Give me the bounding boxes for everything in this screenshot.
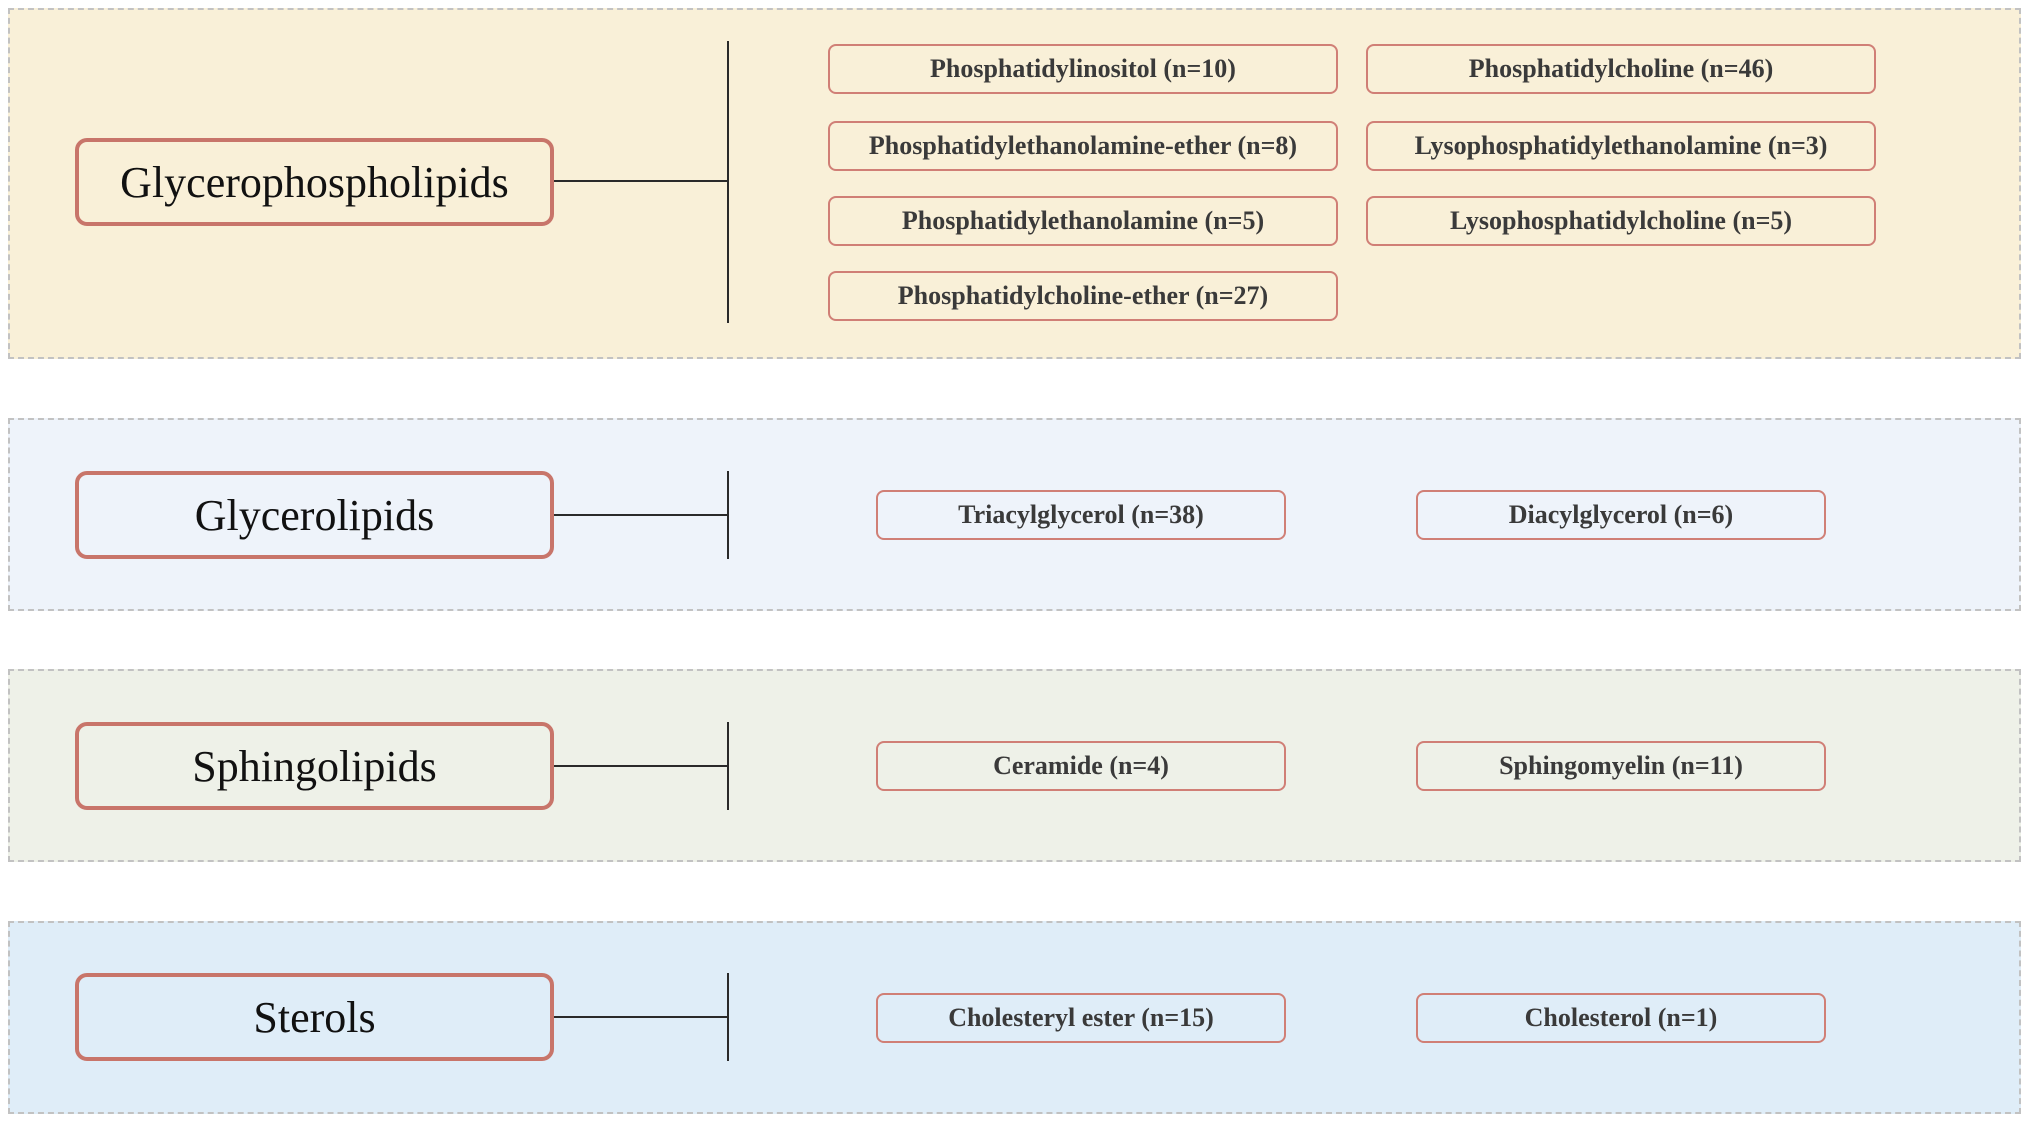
connector-horizontal: [554, 1016, 729, 1018]
category-glycerolipids: Glycerolipids: [75, 471, 554, 559]
sphingolipids-panel: [8, 669, 2021, 862]
subclass-diacylglycerol: Diacylglycerol (n=6): [1416, 490, 1826, 540]
sterols-panel: [8, 921, 2021, 1114]
connector-horizontal: [554, 180, 729, 182]
connector-vertical: [727, 471, 729, 559]
category-sphingolipids: Sphingolipids: [75, 722, 554, 810]
subclass-ceramide: Ceramide (n=4): [876, 741, 1286, 791]
connector-horizontal: [554, 514, 729, 516]
subclass-cholesteryl-ester: Cholesteryl ester (n=15): [876, 993, 1286, 1043]
subclass-phosphatidylethanolamine: Phosphatidylethanolamine (n=5): [828, 196, 1338, 246]
subclass-phosphatidylcholine: Phosphatidylcholine (n=46): [1366, 44, 1876, 94]
connector-vertical: [727, 973, 729, 1061]
subclass-cholesterol: Cholesterol (n=1): [1416, 993, 1826, 1043]
subclass-sphingomyelin: Sphingomyelin (n=11): [1416, 741, 1826, 791]
subclass-lysophosphatidylcholine: Lysophosphatidylcholine (n=5): [1366, 196, 1876, 246]
connector-vertical: [727, 722, 729, 810]
subclass-phosphatidylcholine-ether: Phosphatidylcholine-ether (n=27): [828, 271, 1338, 321]
subclass-triacylglycerol: Triacylglycerol (n=38): [876, 490, 1286, 540]
connector-horizontal: [554, 765, 729, 767]
connector-vertical: [727, 41, 729, 323]
subclass-phosphatidylethanolamine-ether: Phosphatidylethanolamine-ether (n=8): [828, 121, 1338, 171]
glycerolipids-panel: [8, 418, 2021, 611]
subclass-lysophosphatidylethanolamine: Lysophosphatidylethanolamine (n=3): [1366, 121, 1876, 171]
category-sterols: Sterols: [75, 973, 554, 1061]
category-glycerophospholipids: Glycerophospholipids: [75, 138, 554, 226]
subclass-phosphatidylinositol: Phosphatidylinositol (n=10): [828, 44, 1338, 94]
glycerophospholipids-panel: [8, 8, 2021, 359]
